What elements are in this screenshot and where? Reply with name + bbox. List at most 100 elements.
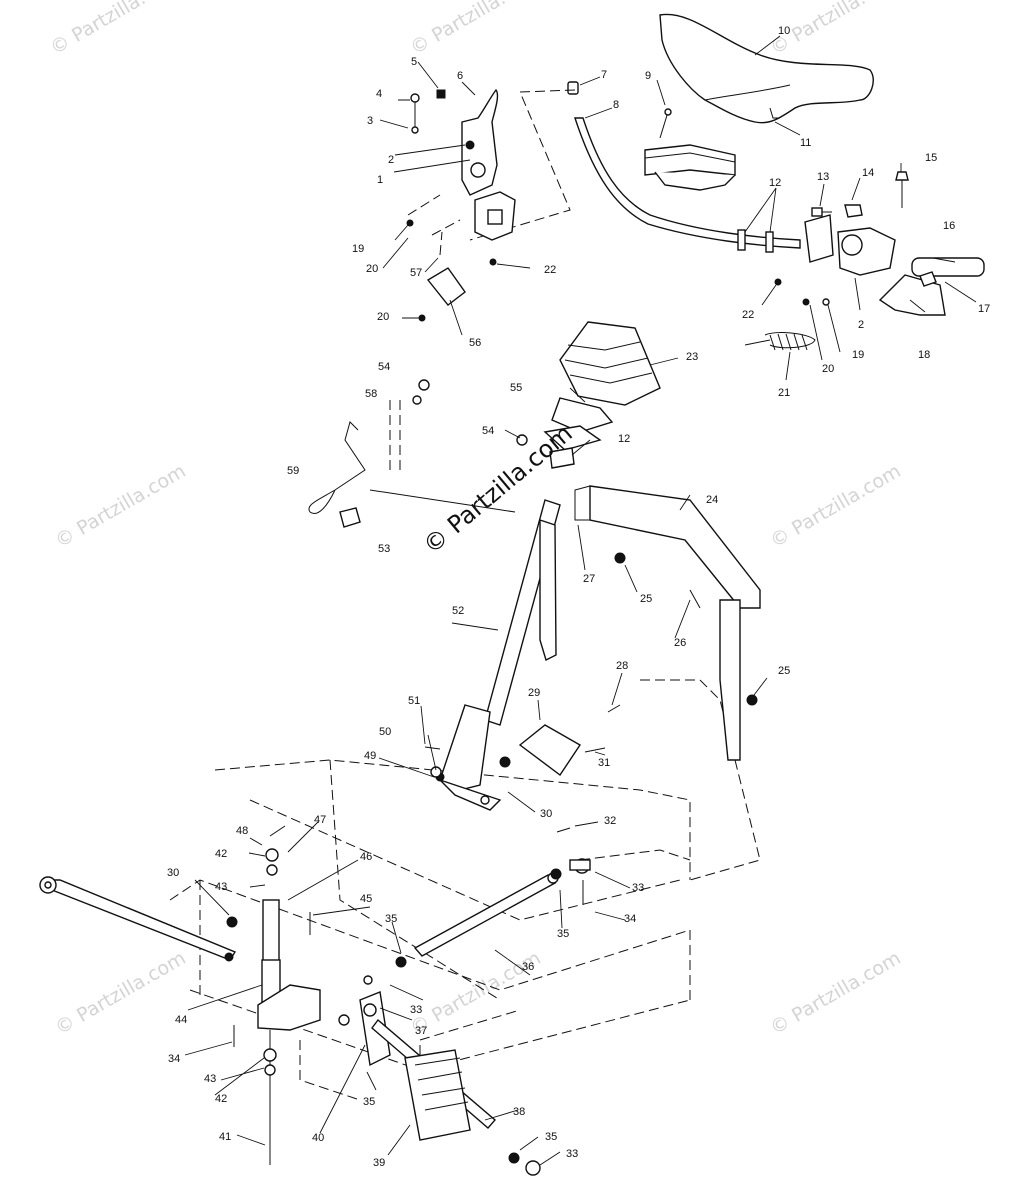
switch-plate — [426, 267, 466, 306]
callout-50: 50 — [379, 726, 391, 738]
callout-42: 42 — [215, 1093, 227, 1105]
handlebar-end-cap — [567, 81, 579, 95]
linkage-assembly — [39, 825, 591, 1176]
callout-3: 3 — [367, 115, 373, 127]
throttle-cable — [744, 332, 816, 349]
control-bracket — [406, 88, 516, 322]
watermark: © Partzilla.com — [767, 460, 905, 552]
handlebar — [574, 117, 801, 249]
callout-39: 39 — [373, 1157, 385, 1169]
callout-22: 22 — [544, 264, 556, 276]
callout-56: 56 — [469, 337, 481, 349]
callout-29: 29 — [528, 687, 540, 699]
lower-boot — [404, 1049, 471, 1141]
callout-labels: 1 2 3 4 5 6 7 8 9 10 11 12 13 14 15 16 1… — [167, 25, 990, 1169]
hand-grip — [911, 257, 985, 277]
callout-10: 10 — [778, 25, 790, 37]
seat-bolt — [659, 111, 669, 139]
callout-44: 44 — [175, 1014, 187, 1026]
callout-4: 4 — [376, 88, 382, 100]
mount-plate — [518, 724, 581, 777]
callout-25: 25 — [640, 593, 652, 605]
callout-31: 31 — [598, 757, 610, 769]
callout-40: 40 — [312, 1132, 324, 1144]
callout-30: 30 — [167, 867, 179, 879]
callout-23: 23 — [686, 351, 698, 363]
callout-25: 25 — [778, 665, 790, 677]
callout-30: 30 — [540, 808, 552, 820]
callout-48: 48 — [236, 825, 248, 837]
callout-21: 21 — [778, 387, 790, 399]
callout-35: 35 — [557, 928, 569, 940]
callout-12: 12 — [769, 177, 781, 189]
callout-45: 45 — [360, 893, 372, 905]
frame-tubes — [424, 485, 761, 811]
callout-20: 20 — [366, 263, 378, 275]
callout-54: 54 — [482, 425, 494, 437]
callout-51: 51 — [408, 695, 420, 707]
callout-2: 2 — [388, 154, 394, 166]
seat-bracket — [644, 144, 736, 176]
callout-37: 37 — [415, 1025, 427, 1037]
callout-5: 5 — [411, 56, 417, 68]
callout-27: 27 — [583, 573, 595, 585]
spring — [308, 421, 366, 514]
callout-53: 53 — [378, 543, 390, 555]
seat — [659, 13, 874, 124]
tie-rod-center — [413, 874, 557, 957]
callout-55: 55 — [510, 382, 522, 394]
callout-24: 24 — [706, 494, 718, 506]
callout-17: 17 — [978, 303, 990, 315]
callout-46: 46 — [360, 851, 372, 863]
spring-assembly — [308, 379, 516, 528]
callout-19: 19 — [852, 349, 864, 361]
callout-14: 14 — [862, 167, 874, 179]
callout-6: 6 — [457, 70, 463, 82]
callout-16: 16 — [943, 220, 955, 232]
callout-19: 19 — [352, 243, 364, 255]
handlebar-assembly — [469, 81, 985, 351]
callout-32: 32 — [604, 815, 616, 827]
frame-leg — [719, 599, 741, 761]
callout-43: 43 — [215, 881, 227, 893]
callout-11: 11 — [800, 137, 811, 149]
callout-47: 47 — [314, 814, 326, 826]
callout-22: 22 — [742, 309, 754, 321]
callout-35: 35 — [545, 1131, 557, 1143]
callout-33: 33 — [566, 1148, 578, 1160]
callout-20: 20 — [822, 363, 834, 375]
pivot-pin — [339, 507, 361, 528]
watermark: © Partzilla.com — [767, 947, 905, 1039]
callout-42: 42 — [215, 848, 227, 860]
watermark: © Partzilla.com — [52, 947, 190, 1039]
callout-12: 12 — [618, 433, 630, 445]
callout-57: 57 — [410, 267, 422, 279]
callout-18: 18 — [918, 349, 930, 361]
callout-20: 20 — [377, 311, 389, 323]
frame-outline — [169, 679, 761, 1101]
callout-43: 43 — [204, 1073, 216, 1085]
callout-28: 28 — [616, 660, 628, 672]
shifter-upper — [516, 321, 661, 469]
callout-8: 8 — [613, 99, 619, 111]
watermark: © Partzilla.com — [407, 0, 545, 59]
callout-59: 59 — [287, 465, 299, 477]
callout-54: 54 — [378, 361, 390, 373]
callout-13: 13 — [817, 171, 829, 183]
callout-35: 35 — [363, 1096, 375, 1108]
callout-15: 15 — [925, 152, 937, 164]
callout-34: 34 — [624, 913, 636, 925]
callout-7: 7 — [601, 69, 607, 81]
callout-38: 38 — [513, 1106, 525, 1118]
callout-41: 41 — [219, 1131, 231, 1143]
seat-assembly — [644, 13, 874, 191]
callout-52: 52 — [452, 605, 464, 617]
callout-2: 2 — [858, 319, 864, 331]
watermark: © Partzilla.com — [47, 0, 185, 59]
callout-58: 58 — [365, 388, 377, 400]
callout-26: 26 — [674, 637, 686, 649]
watermark: © Partzilla.com — [52, 460, 190, 552]
seat-clip — [769, 107, 780, 119]
upper-plate — [551, 397, 614, 433]
